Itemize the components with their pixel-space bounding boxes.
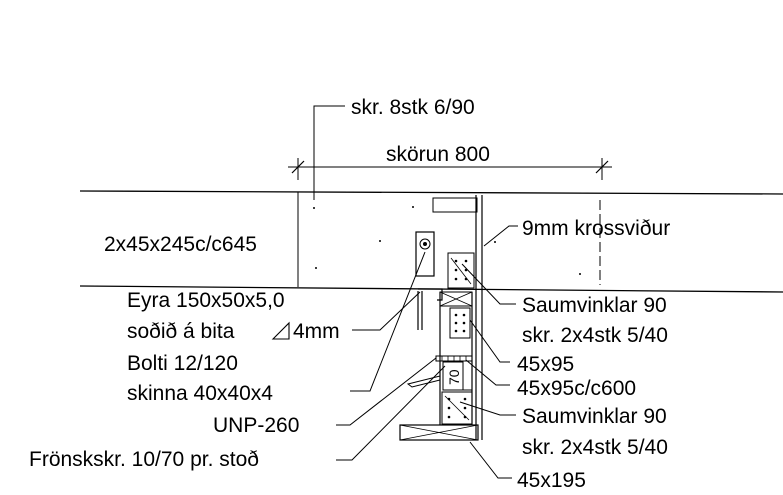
nail-plate-upper [447,252,475,289]
unp-channel [417,288,443,330]
leader-lines [313,105,518,479]
french-screws-label: Frönskskr. 10/70 pr. stoð [29,448,259,471]
weld-size-label: 4mm [293,320,340,343]
plywood-label: 9mm krossviður [522,217,670,240]
weld-label: soðið á bita [127,320,235,343]
nail-plate-lower [441,391,473,425]
top-connector-plate [432,197,478,213]
nail-plate-middle [449,307,471,339]
stud-section [442,361,472,391]
header-block [439,291,473,307]
nail-plates-2-label: Saumvinklar 90 [522,405,667,428]
dim-70-label: 70 [446,369,462,385]
plywood-layer [439,195,483,440]
steel-plate [406,375,441,388]
overlap-dimension-line [288,158,612,180]
bolt-label: Bolti 12/120 [127,352,238,375]
plate-label: skinna 40x40x4 [127,382,273,405]
stud-label: 45x95 [517,353,574,376]
nail-screws-1-label: skr. 2x4stk 5/40 [522,324,668,347]
channel-label: UNP-260 [213,414,299,437]
studs-label: 45x95c/c600 [517,377,636,400]
overlap-label: skörun 800 [386,143,490,166]
nail-plates-1-label: Saumvinklar 90 [522,294,667,317]
sill-label: 45x195 [517,469,586,492]
bracket-label: Eyra 150x50x5,0 [127,289,285,312]
top-screws-label: skr. 8stk 6/90 [351,96,475,119]
nail-screws-2-label: skr. 2x4stk 5/40 [522,436,668,459]
joist-label: 2x45x245c/c645 [104,233,257,256]
weld-symbol [271,321,290,340]
bracket-plate [415,231,435,277]
sill-plate [399,424,479,441]
